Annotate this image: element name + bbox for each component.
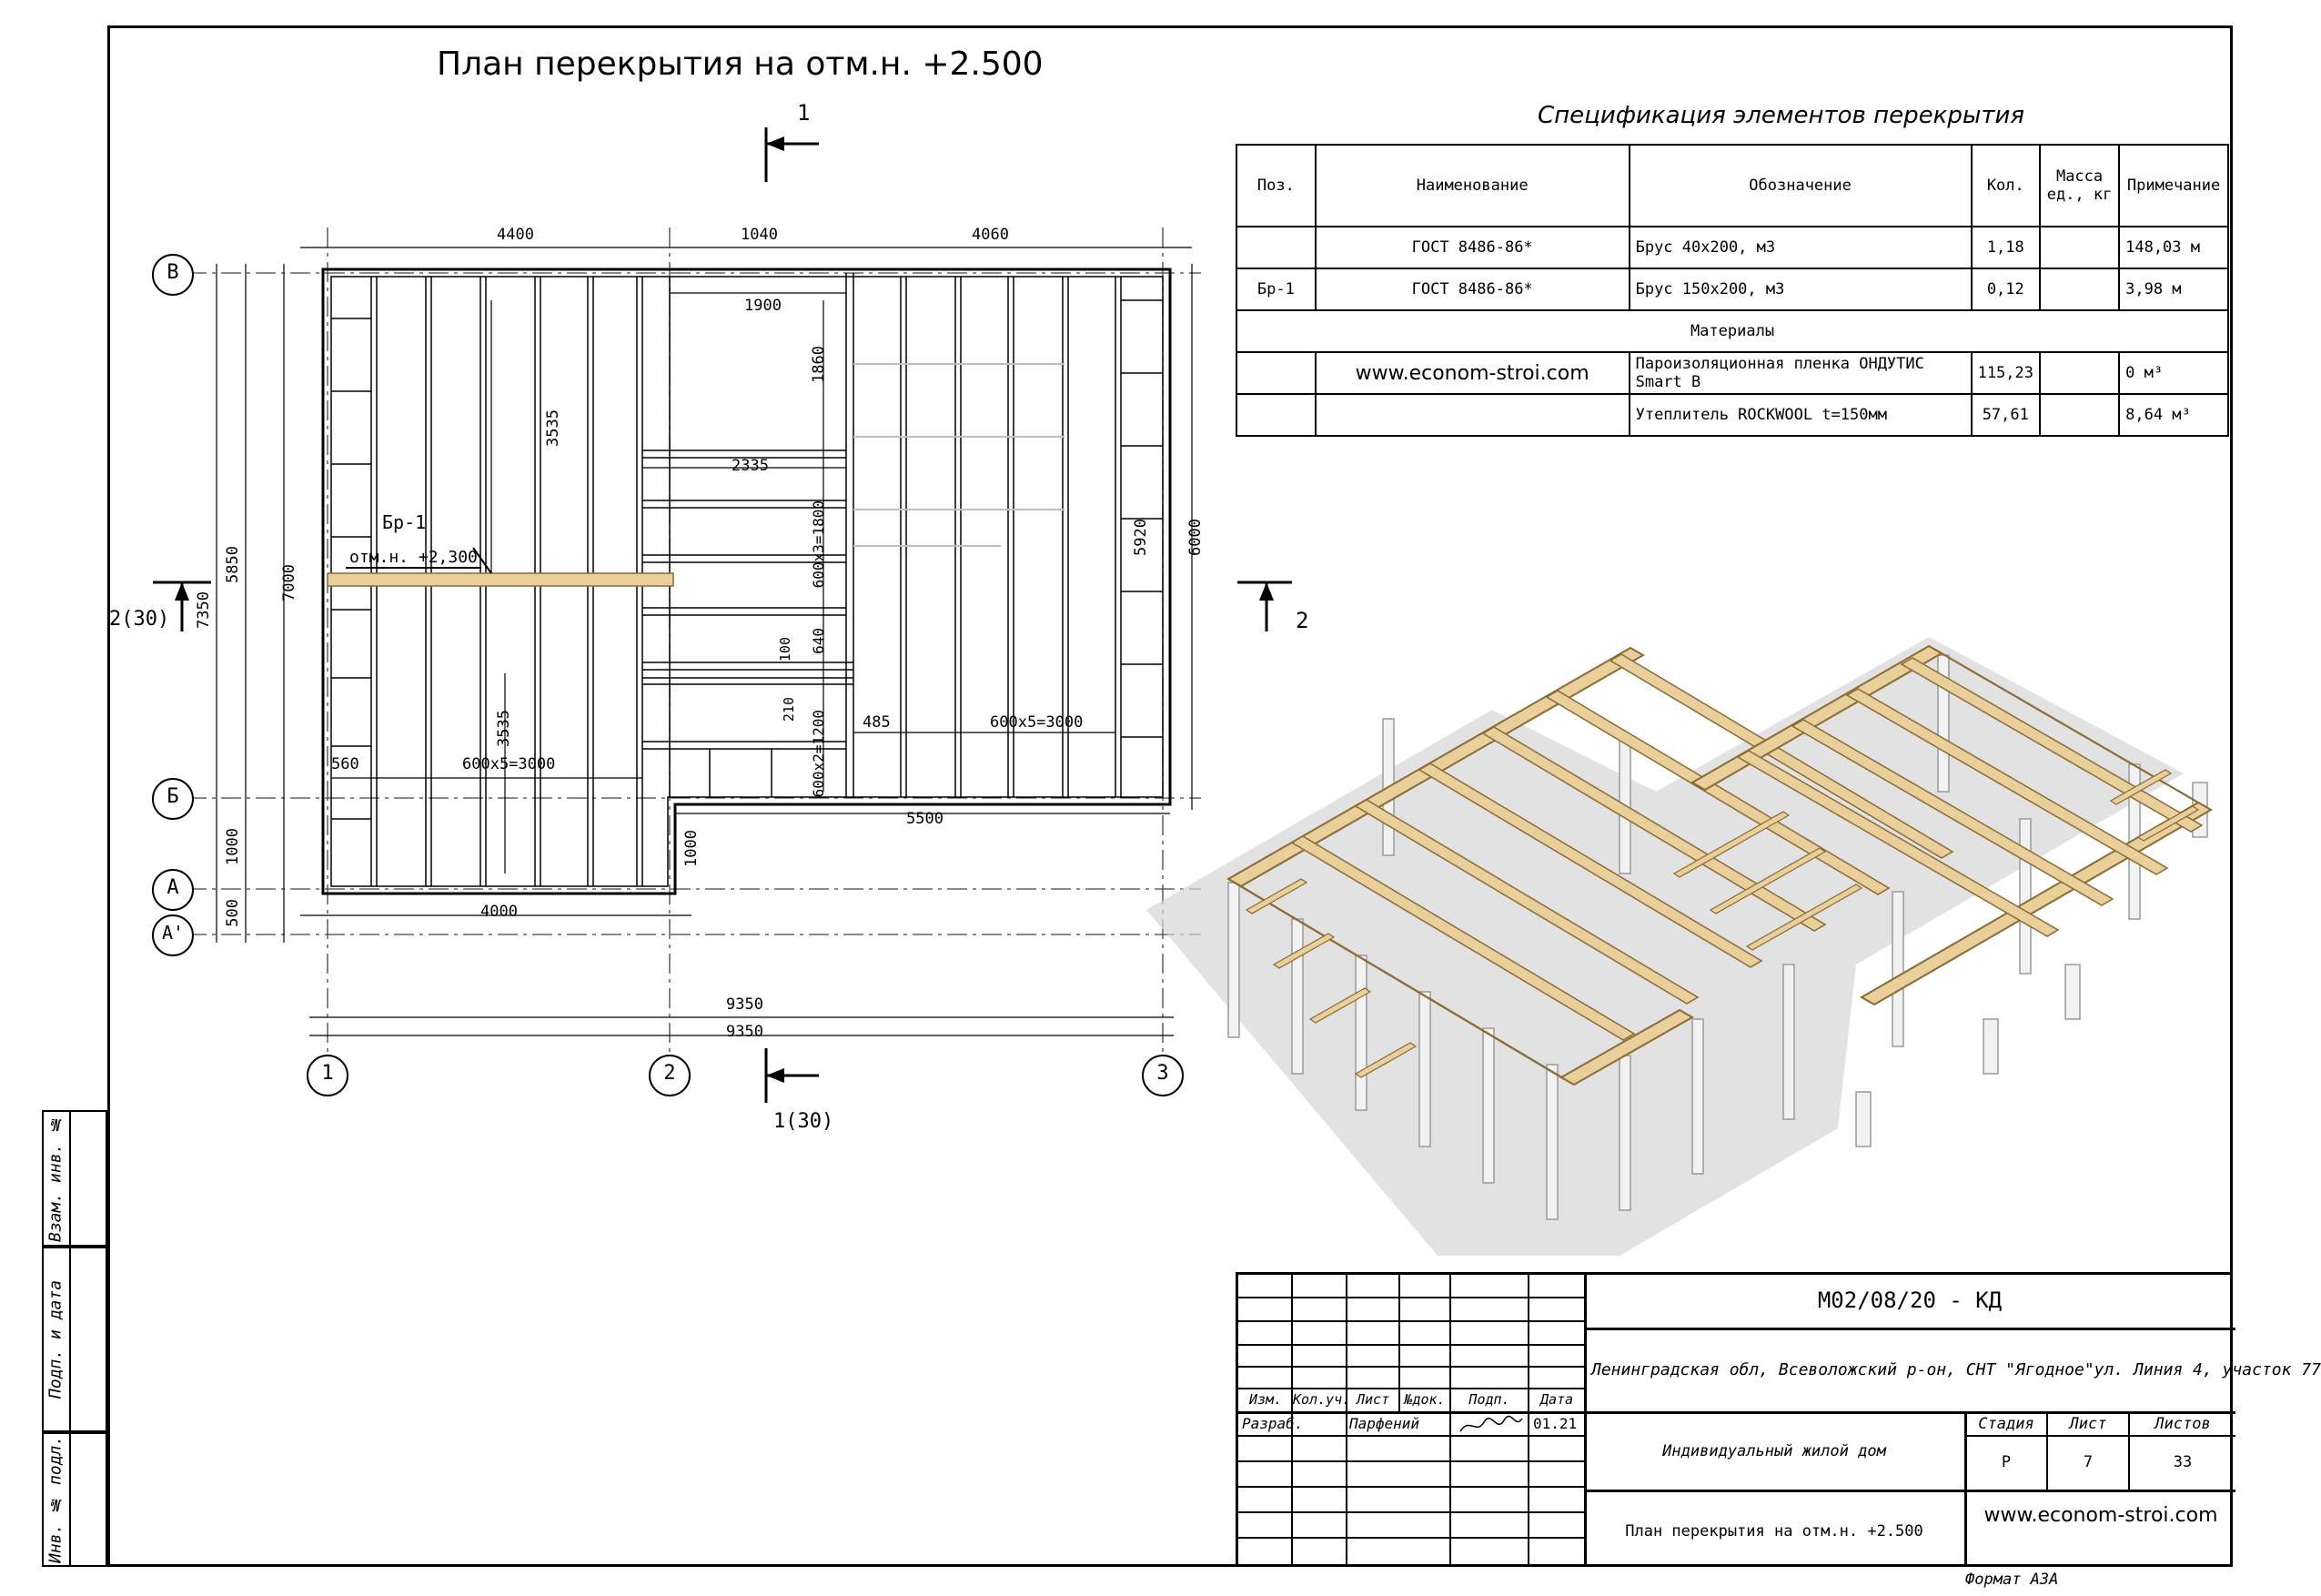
sheet-format: Формат А3А xyxy=(1965,1571,2059,1589)
axis-label-v: В xyxy=(167,261,179,284)
stage-value: Р xyxy=(2001,1453,2012,1471)
dim-left-4: 1000 xyxy=(224,828,242,865)
dim-bottom-1: 4000 xyxy=(480,903,518,921)
section-2-ref: 2(30) xyxy=(109,608,170,631)
side-strip: Взам. инв. № Подп. и дата Инв. № подл. xyxy=(42,1110,107,1567)
drawing-code: М02/08/20 - КД xyxy=(1817,1288,2003,1313)
axis-label-1: 1 xyxy=(321,1062,334,1085)
spec-header-row: Поз. Наименование Обозначение Кол. Масса… xyxy=(1236,144,2229,227)
section-1-ref: 1(30) xyxy=(773,1110,834,1133)
project-address: Ленинградская обл, Всеволожский р-он, СН… xyxy=(1591,1360,2321,1379)
dim-inner-1900: 1900 xyxy=(744,297,782,315)
website-link[interactable]: www.econom-stroi.com xyxy=(1314,351,1630,395)
dim-bottom-3: 9350 xyxy=(726,1023,763,1041)
dim-top-3: 4060 xyxy=(972,226,1009,244)
developer-role: Разраб. xyxy=(1242,1415,1304,1432)
stage-label: Стадия xyxy=(1978,1415,2034,1433)
spec-title: Спецификация элементов перекрытия xyxy=(1538,102,2025,129)
section-1-mark: 1 xyxy=(797,100,811,126)
dim-bottom-2: 9350 xyxy=(726,995,763,1014)
developer-date: 01.21 xyxy=(1533,1415,1578,1432)
axis-label-a-prime: А' xyxy=(161,922,185,944)
axis-label-b: Б xyxy=(167,785,179,808)
dim-inner-485: 485 xyxy=(863,713,891,732)
sheet-label: Лист xyxy=(2069,1415,2107,1433)
dim-top-2: 1040 xyxy=(741,226,778,244)
spec-section-row: Материалы xyxy=(1236,309,2229,353)
dim-inner-600x5-left: 600х5=3000 xyxy=(462,755,556,773)
title-stamp: М02/08/20 - КД Ленинградская обл, Всевол… xyxy=(1236,1272,2321,1567)
side-label-3: Инв. № подл. xyxy=(45,1435,66,1564)
spec-material-row: Утеплитель ROCKWOOL t=150мм 57,61 8,64 м… xyxy=(1236,393,2229,437)
dim-left-5: 500 xyxy=(224,899,242,927)
dim-inner-3535-bottom: 3535 xyxy=(495,710,513,747)
dim-inner-600x3: 600х3=1800 xyxy=(810,500,827,589)
signature-icon xyxy=(1459,1415,1523,1432)
dim-inner-560: 560 xyxy=(331,755,359,773)
isometric-3d-view xyxy=(1146,637,2214,1256)
dim-top-1: 4400 xyxy=(497,226,534,244)
sheets-value: 33 xyxy=(2173,1453,2193,1471)
axis-label-2: 2 xyxy=(663,1062,676,1085)
section-2-mark: 2 xyxy=(1296,608,1309,633)
dim-right-1: 5920 xyxy=(1132,519,1150,556)
stamp-website[interactable]: www.econom-stroi.com xyxy=(1983,1504,2218,1527)
axis-label-a: А xyxy=(167,876,179,899)
side-label-2: Подп. и дата xyxy=(45,1279,66,1399)
drawing-frame xyxy=(107,25,2233,1567)
spec-material-row: www.econom-stroi.com Пароизоляционная пл… xyxy=(1236,351,2229,395)
beam-label: Бр-1 xyxy=(382,511,427,533)
sheets-label: Листов xyxy=(2154,1415,2211,1433)
dim-inner-600x5-right: 600х5=3000 xyxy=(990,713,1084,732)
dim-inner-3535-top: 3535 xyxy=(544,409,562,447)
dim-left-3: 7000 xyxy=(280,564,298,601)
spec-row: ГОСТ 8486-86* Брус 40х200, м3 1,18 148,0… xyxy=(1236,226,2229,269)
developer-name: Парфений xyxy=(1349,1415,1420,1432)
dim-inner-210: 210 xyxy=(781,697,797,722)
axis-label-3: 3 xyxy=(1156,1062,1169,1085)
spec-row: Бр-1 ГОСТ 8486-86* Брус 150х200, м3 0,12… xyxy=(1236,268,2229,311)
plan-title: План перекрытия на отм.н. +2.500 xyxy=(437,45,1044,83)
dim-left-2: 7350 xyxy=(195,591,213,629)
dim-inner-2335: 2335 xyxy=(732,457,769,475)
sheet-title: План перекрытия на отм.н. +2.500 xyxy=(1625,1522,1923,1540)
level-label: отм.н. +2,300 xyxy=(346,548,481,569)
object-name: Индивидуальный жилой дом xyxy=(1662,1442,1886,1460)
floor-plan xyxy=(152,127,1292,1103)
sheet-value: 7 xyxy=(2083,1453,2094,1471)
dim-inner-600x2: 600х2=1200 xyxy=(810,710,827,798)
spec-table: Поз. Наименование Обозначение Кол. Масса… xyxy=(1236,144,2229,437)
dim-inner-640: 640 xyxy=(810,628,827,654)
dim-inner-1860: 1860 xyxy=(810,346,828,383)
dim-inner-100: 100 xyxy=(777,637,793,662)
dim-inner-1000: 1000 xyxy=(682,830,701,867)
dim-right-2: 6000 xyxy=(1186,519,1205,556)
dim-left-1: 5850 xyxy=(224,546,242,583)
dim-inner-5500: 5500 xyxy=(906,810,944,828)
